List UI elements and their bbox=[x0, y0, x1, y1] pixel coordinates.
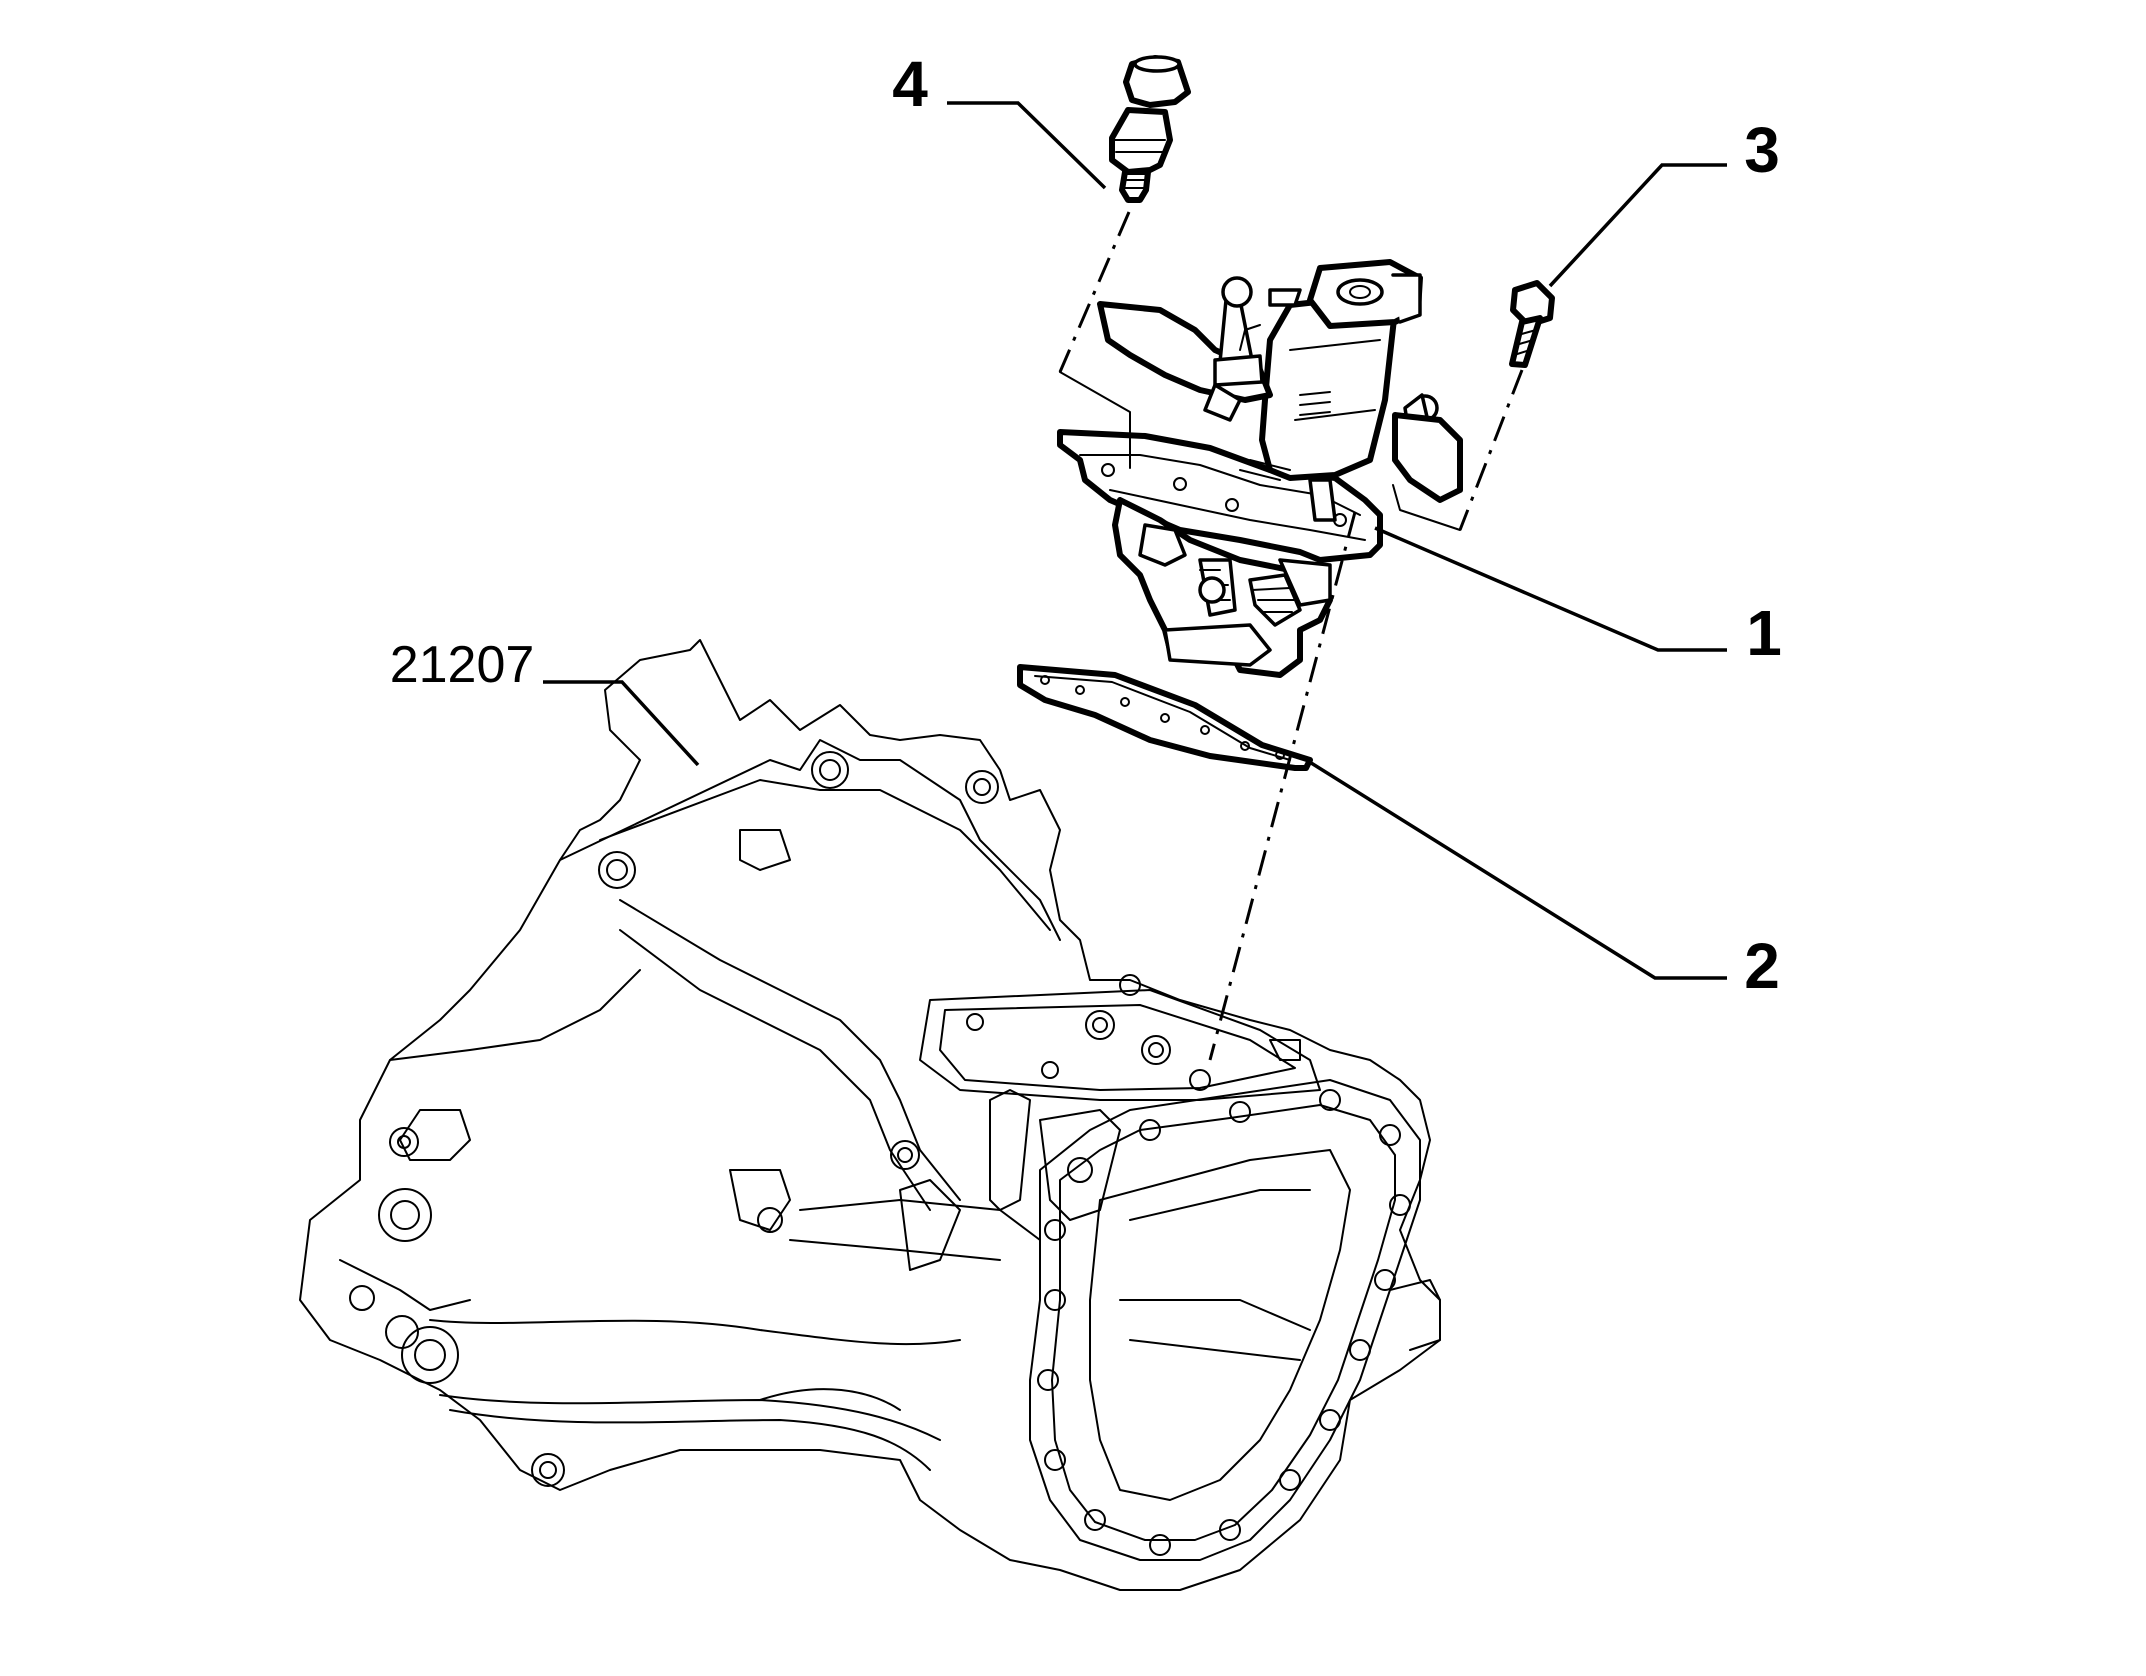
assembly-axes bbox=[1058, 211, 1524, 1061]
flange-bolt-holes bbox=[1037, 1089, 1411, 1556]
callout-2: 2 bbox=[1744, 930, 1780, 1002]
shift-tower-part-1 bbox=[1057, 259, 1463, 678]
callout-21207: 21207 bbox=[390, 636, 535, 694]
gearbox-housing bbox=[299, 639, 1441, 1591]
leader-lines bbox=[543, 101, 1727, 980]
bolt-part-3 bbox=[1509, 280, 1555, 368]
callout-3: 3 bbox=[1744, 114, 1780, 186]
callout-4: 4 bbox=[892, 48, 928, 120]
gasket-part-2 bbox=[1017, 664, 1313, 771]
sensor-switch-part-4 bbox=[1109, 55, 1191, 203]
callout-1: 1 bbox=[1746, 597, 1782, 669]
